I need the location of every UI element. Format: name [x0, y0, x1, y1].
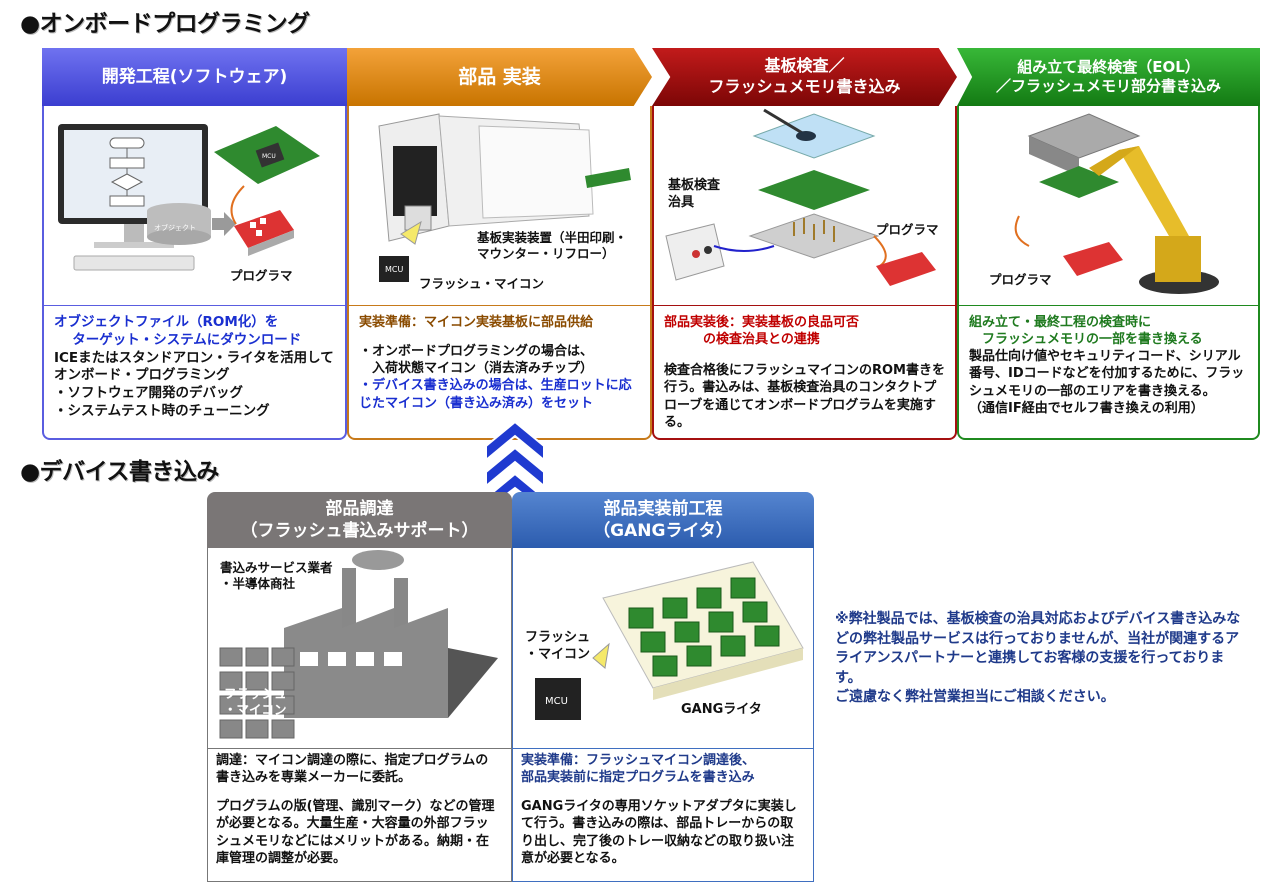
- divider: [513, 748, 813, 749]
- disclaimer-note: ※弊社製品では、基板検査の治具対応およびデバイス書き込みなどの弊社製品サービスは…: [835, 611, 1241, 706]
- stage-illustration: 基板検査 治具 プログラマ: [654, 106, 955, 306]
- stage-illustration: プログラマ: [959, 106, 1258, 306]
- stage-text: 実装準備：マイコン実装基板に部品供給 ・オンボードプログラミングの場合は、 入荷…: [349, 308, 650, 418]
- stage-mounting: 部品 実装 MCU 基板実装装置（半田印刷・ マウンター・リフロー） フラッシュ…: [347, 48, 652, 440]
- gang-writer-label: GANGライタ: [681, 702, 762, 717]
- stage-panel: MCU 基板実装装置（半田印刷・ マウンター・リフロー） フラッシュ・マイコン …: [347, 106, 652, 440]
- device-panel: MCU フラッシュ ・マイコン GANGライタ 実装準備：フラッシュマイコン調達…: [512, 548, 814, 882]
- device-header: 部品実装前工程 （GANGライタ）: [512, 492, 814, 548]
- flash-mcu-label: フラッシュ ・マイコン: [224, 686, 287, 718]
- stage-final-test: 組み立て最終検査（EOL） ／フラッシュメモリ部分書き込み プログラマ 組み立て…: [957, 48, 1260, 440]
- flash-mcu-label: フラッシュ・マイコン: [419, 276, 545, 291]
- stage-body-1: ・オンボードプログラミングの場合は、 入荷状態マイコン（消去済みチップ）: [359, 344, 594, 377]
- stage-header: 開発工程(ソフトウェア): [42, 48, 347, 106]
- stage-text: 部品実装後：実装基板の良品可否 の検査治具との連携 検査合格後にフラッシュマイコ…: [654, 308, 955, 437]
- divider: [208, 748, 511, 749]
- device-gang-writer: 部品実装前工程 （GANGライタ） MCU フラッシュ ・マイコン GANGライ…: [512, 492, 814, 882]
- device-text: 実装準備：フラッシュマイコン調達後、 部品実装前に指定プログラムを書き込み GA…: [521, 752, 804, 867]
- stage-lead: 部品実装後：実装基板の良品可否 の検査治具との連携: [664, 315, 860, 348]
- stage-panel: プログラマ 組み立て・最終工程の検査時に フラッシュメモリの一部を書き換える 製…: [957, 106, 1260, 440]
- programmer-label: プログラマ: [230, 268, 293, 283]
- stage-illustration: オブジェクト MCU プログラマ: [44, 106, 345, 306]
- device-text-2: プログラムの版(管理、識別マーク）などの管理が必要となる。大量生産・大容量の外部…: [216, 799, 495, 866]
- pc-programmer-illustration: オブジェクト MCU: [58, 124, 320, 271]
- device-section-title: ●デバイス書き込み: [20, 459, 219, 485]
- jig-label: 基板検査 治具: [668, 178, 721, 210]
- board-test-jig-illustration: [665, 108, 936, 286]
- stage-panel: 基板検査 治具 プログラマ 部品実装後：実装基板の良品可否 の検査治具との連携 …: [652, 106, 957, 440]
- stage-panel: オブジェクト MCU プログラマ オブジェクトファイル（ROM化）を ターゲット…: [42, 106, 347, 440]
- device-procurement: 部品調達 （フラッシュ書込みサポート） 書込みサービス業者 ・半導体商社 フラッ…: [207, 492, 512, 882]
- stage-header: 部品 実装: [347, 48, 652, 106]
- stage-body: 製品仕向け値やセキュリティコード、シリアル番号、IDコードなどを付加するために、…: [969, 349, 1245, 416]
- device-text-1: 調達：マイコン調達の際に、指定プログラムの書き込みを専業メーカーに委託。: [216, 753, 489, 786]
- stage-lead: オブジェクトファイル（ROM化）を ターゲット・システムにダウンロード: [54, 314, 302, 348]
- stage-development: 開発工程(ソフトウェア) オブジェクト: [42, 48, 347, 440]
- stage-body-2: ・デバイス書き込みの場合は、生産ロットに応じたマイコン（書き込み済み）をセット: [359, 378, 632, 411]
- programmer-label: プログラマ: [989, 272, 1052, 287]
- gang-writer-illustration: MCU: [535, 561, 804, 720]
- svg-text:MCU: MCU: [385, 265, 403, 274]
- device-text-body: GANGライタの専用ソケットアダプタに実装して行う。書き込みの際は、部品トレーか…: [521, 799, 797, 866]
- device-lead: 実装準備：フラッシュマイコン調達後、 部品実装前に指定プログラムを書き込み: [521, 753, 756, 786]
- stage-lead: 組み立て・最終工程の検査時に フラッシュメモリの一部を書き換える: [969, 315, 1203, 348]
- stage-body: ICEまたはスタンドアロン・ライタを活用してオンボード・プログラミング ・ソフト…: [54, 349, 334, 420]
- stage-lead: 実装準備：マイコン実装基板に部品供給: [359, 315, 594, 330]
- svg-text:MCU: MCU: [262, 153, 276, 160]
- stage-text: 組み立て・最終工程の検査時に フラッシュメモリの一部を書き換える 製品仕向け値や…: [959, 308, 1258, 423]
- mounting-machine-illustration: MCU: [378, 113, 631, 282]
- device-panel: 書込みサービス業者 ・半導体商社 フラッシュ ・マイコン 調達：マイコン調達の際…: [207, 548, 512, 882]
- svg-text:オブジェクト: オブジェクト: [154, 223, 196, 232]
- machine-label: 基板実装装置（半田印刷・ マウンター・リフロー）: [477, 230, 628, 262]
- device-text: 調達：マイコン調達の際に、指定プログラムの書き込みを専業メーカーに委託。 プログ…: [216, 752, 501, 867]
- vendor-label: 書込みサービス業者 ・半導体商社: [220, 560, 333, 592]
- flash-mcu-label: フラッシュ ・マイコン: [525, 630, 591, 662]
- svg-text:MCU: MCU: [545, 696, 568, 707]
- stage-text: オブジェクトファイル（ROM化）を ターゲット・システムにダウンロード ICEま…: [44, 308, 345, 427]
- programmer-label: プログラマ: [876, 222, 939, 237]
- stage-header: 組み立て最終検査（EOL） ／フラッシュメモリ部分書き込み: [957, 48, 1260, 106]
- stage-illustration: MCU 基板実装装置（半田印刷・ マウンター・リフロー） フラッシュ・マイコン: [349, 106, 650, 306]
- stage-header: 基板検査／ フラッシュメモリ書き込み: [652, 48, 957, 106]
- onboard-section-title: ●オンボードプログラミング: [20, 11, 310, 37]
- stage-board-test: 基板検査／ フラッシュメモリ書き込み 基板検査 治具 プログラマ 部品実装後：実…: [652, 48, 957, 440]
- robot-arm-illustration: [1014, 113, 1219, 294]
- factory-illustration: [219, 550, 498, 739]
- device-header: 部品調達 （フラッシュ書込みサポート）: [207, 492, 512, 548]
- stage-body: 検査合格後にフラッシュマイコンのROM書きを行う。書込みは、基板検査治具のコンタ…: [664, 363, 945, 430]
